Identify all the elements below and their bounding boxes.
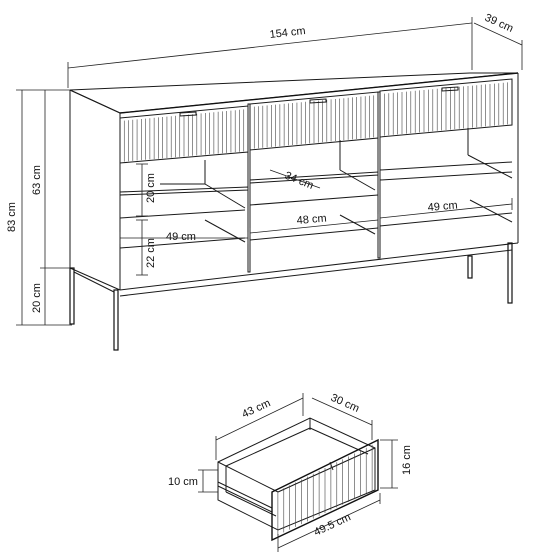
drawer-handle-middle [309, 98, 327, 104]
label-leg-height: 20 cm [31, 283, 43, 313]
label-total-width: 154 cm [269, 25, 306, 41]
dimension-drawer-inner-height: 10 cm [168, 469, 218, 493]
label-body-height: 63 cm [31, 165, 43, 195]
label-total-height: 83 cm [6, 202, 18, 232]
dimension-body-height: 63 cm [31, 90, 70, 269]
dimension-drawer-front-height: 16 cm [380, 439, 413, 489]
drawer-front-left [119, 105, 249, 164]
drawer-fronts [119, 78, 513, 164]
leg-back-left [69, 267, 75, 325]
label-middle-compartment-width: 48 cm [296, 212, 327, 227]
label-left-compartment-width: 49 cm [166, 231, 196, 243]
dimension-drawer-length: 43 cm [215, 393, 304, 460]
dimension-right-compartment-width: 49 cm [379, 198, 513, 224]
label-right-compartment-width: 49 cm [427, 199, 458, 214]
dimension-middle-compartment-width: 48 cm [249, 212, 379, 238]
label-shelf-depth: 34 cm [283, 170, 315, 192]
legs [69, 242, 513, 351]
drawer-detail-grooves [277, 444, 373, 536]
dimension-total-width: 154 cm [67, 17, 473, 88]
dimension-drawer-front-width: 49.5 cm [277, 493, 381, 552]
label-drawer-length: 43 cm [240, 397, 272, 421]
drawer-front-right [379, 78, 513, 138]
leg-front-left [113, 289, 119, 351]
drawer-handle-right [441, 86, 459, 92]
label-drawer-inner-height: 10 cm [168, 476, 198, 488]
dimension-shelf-gap-upper: 20 cm [136, 163, 157, 217]
label-drawer-front-height: 16 cm [401, 445, 413, 475]
dimension-left-compartment-width: 49 cm [119, 231, 249, 244]
label-shelf-gap-upper: 20 cm [145, 173, 157, 203]
dimension-depth: 39 cm [473, 12, 523, 70]
drawer-groove-lines [123, 82, 508, 162]
cabinet-top-surface [69, 72, 519, 114]
drawer-front-middle [249, 91, 379, 151]
drawer-detail-front [271, 438, 379, 542]
dimension-total-height: 83 cm [6, 89, 72, 326]
dimension-leg-height: 20 cm [31, 268, 46, 325]
leg-back-right [467, 255, 473, 279]
dimension-shelf-gap-lower: 22 cm [136, 219, 157, 276]
drawer-detail [217, 417, 379, 542]
label-shelf-gap-lower: 22 cm [145, 238, 157, 268]
label-drawer-front-width: 49.5 cm [312, 511, 353, 538]
leg-front-right [507, 242, 513, 304]
label-depth: 39 cm [483, 12, 515, 35]
drawer-handle-left [179, 111, 197, 117]
label-drawer-width: 30 cm [329, 392, 361, 415]
